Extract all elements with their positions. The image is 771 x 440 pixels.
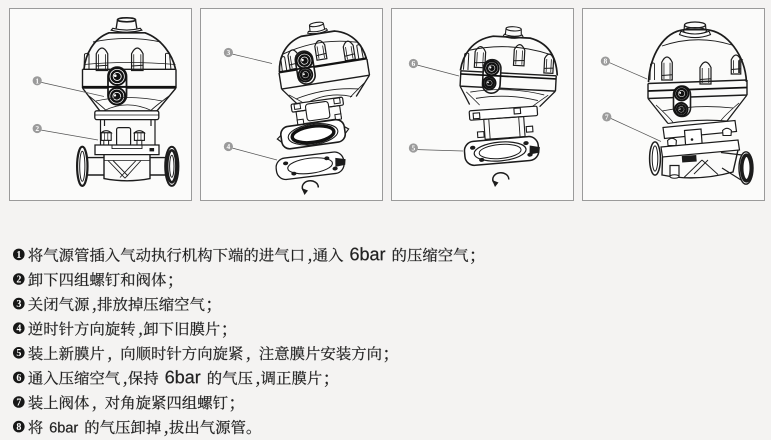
svg-text:5: 5 bbox=[412, 144, 416, 153]
svg-text:5: 5 bbox=[16, 348, 21, 359]
svg-text:2: 2 bbox=[16, 274, 21, 285]
svg-text:2: 2 bbox=[35, 124, 39, 133]
svg-text:8: 8 bbox=[604, 57, 608, 66]
svg-text:3: 3 bbox=[227, 48, 231, 57]
svg-text:4: 4 bbox=[16, 324, 21, 335]
svg-text:3: 3 bbox=[16, 299, 21, 310]
svg-text:7: 7 bbox=[16, 397, 21, 408]
svg-text:1: 1 bbox=[35, 76, 39, 85]
svg-text:8: 8 bbox=[16, 422, 21, 433]
svg-text:1: 1 bbox=[16, 250, 21, 261]
svg-text:4: 4 bbox=[227, 142, 231, 151]
svg-text:6: 6 bbox=[16, 373, 21, 384]
svg-text:7: 7 bbox=[605, 113, 609, 122]
svg-text:6: 6 bbox=[412, 59, 416, 68]
